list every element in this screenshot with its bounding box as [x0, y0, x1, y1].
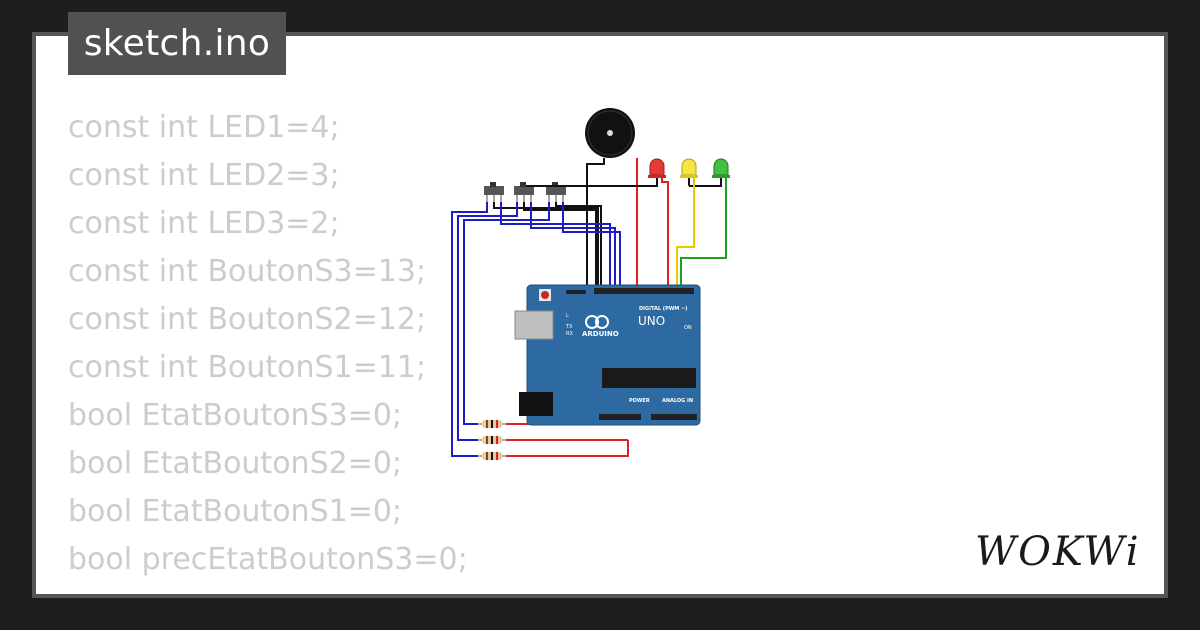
rx-label: RX [566, 331, 573, 337]
circuit-diagram: UNO ARDUINO DIGITAL (PWM ~) POWER ANALOG… [451, 108, 730, 460]
code-line: const int BoutonS2=12; [68, 302, 427, 337]
led-yellow-icon [680, 158, 698, 178]
board-brand: ARDUINO [582, 330, 619, 338]
power-label: POWER [629, 398, 650, 404]
code-line: bool EtatBoutonS2=0; [68, 446, 403, 481]
led-red-icon [648, 158, 666, 178]
resistor-3 [478, 452, 506, 460]
code-line: bool precEtatBoutonS3=0; [68, 542, 468, 577]
buzzer-icon [585, 108, 635, 158]
buzzer-wires [586, 158, 638, 305]
code-line: const int LED3=2; [68, 206, 340, 241]
code-line: const int LED2=3; [68, 158, 340, 193]
switch-wires [451, 202, 621, 457]
digital-label: DIGITAL (PWM ~) [639, 306, 687, 312]
code-line: bool EtatBoutonS1=0; [68, 494, 403, 529]
code-line: const int BoutonS3=13; [68, 254, 427, 289]
code-preview: const int LED1=4; const int LED2=3; cons… [68, 104, 468, 594]
resistor-1 [478, 420, 506, 428]
slide-switch-3 [546, 182, 566, 202]
slide-switch-2 [514, 182, 534, 202]
tx-label: TX [565, 324, 573, 330]
code-line: const int LED1=4; [68, 110, 340, 145]
arduino-uno-board: UNO ARDUINO DIGITAL (PWM ~) POWER ANALOG… [514, 284, 701, 426]
led-wires [526, 178, 727, 305]
analog-label: ANALOG IN [662, 398, 693, 404]
preview-card: const int LED1=4; const int LED2=3; cons… [36, 36, 1164, 594]
slide-switch-1 [484, 182, 504, 202]
code-line: bool precEtatBoutonS2=0; [68, 584, 468, 594]
wokwi-logo: WOKWi [975, 529, 1141, 575]
resistor-2 [478, 436, 506, 444]
board-name: UNO [638, 314, 665, 328]
code-line: const int BoutonS1=11; [68, 350, 427, 385]
sketch-title: sketch.ino [68, 12, 286, 75]
code-line: bool EtatBoutonS3=0; [68, 398, 403, 433]
on-label: ON [684, 325, 692, 331]
led-green-icon [712, 158, 730, 178]
l-label: L [566, 313, 569, 319]
